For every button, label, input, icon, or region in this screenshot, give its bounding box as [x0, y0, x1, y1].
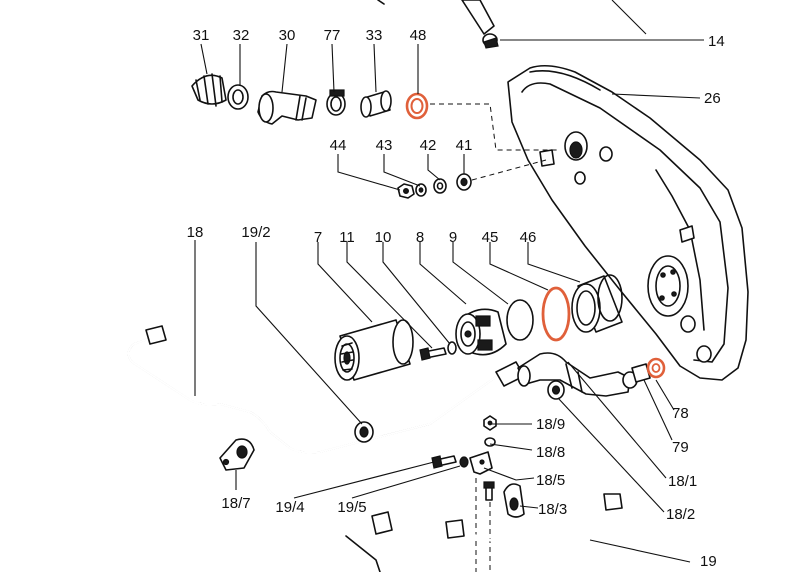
- part-18-3-clip: [503, 483, 525, 518]
- label-19-2: 19/2: [241, 224, 270, 241]
- label-18-2: 18/2: [666, 506, 695, 523]
- part-11-bolt: [419, 347, 447, 361]
- part-79-nut: [631, 363, 651, 383]
- label-44: 44: [330, 137, 347, 154]
- label-19-5: 19/5: [337, 499, 366, 516]
- label-79: 79: [672, 439, 689, 456]
- label-32: 32: [233, 27, 250, 44]
- part-18-9-nut: [483, 415, 497, 431]
- part-9-o-ring: [506, 299, 534, 341]
- part-44-nut: [397, 183, 415, 199]
- label-43: 43: [376, 137, 393, 154]
- label-42: 42: [420, 137, 437, 154]
- part-31-filler-cap: [191, 73, 227, 107]
- part-18-oil-line: [127, 325, 525, 454]
- label-19: 19: [700, 553, 717, 570]
- label-41: 41: [456, 137, 473, 154]
- label-19-4: 19/4: [275, 499, 304, 516]
- part-33-hose-sleeve: [360, 90, 392, 118]
- label-8: 8: [416, 229, 424, 246]
- label-78: 78: [672, 405, 689, 422]
- label-18-9: 18/9: [536, 416, 565, 433]
- part-77-hose-clamp: [326, 89, 346, 116]
- leader-lines: [194, 0, 704, 563]
- part-41-grommet: [456, 173, 472, 191]
- label-45: 45: [482, 229, 499, 246]
- part-18-5-bracket: [469, 451, 493, 475]
- part-48-o-ring-highlighted: [405, 92, 429, 120]
- label-26: 26: [704, 90, 721, 107]
- part-30-filler-neck: [257, 90, 317, 125]
- label-48: 48: [410, 27, 427, 44]
- label-18-8: 18/8: [536, 444, 565, 461]
- label-7: 7: [314, 229, 322, 246]
- part-19-2-grommet: [354, 421, 374, 443]
- part-19-oil-line: [345, 493, 623, 572]
- label-33: 33: [366, 27, 383, 44]
- oil-tank-26: [507, 64, 749, 381]
- label-18-3: 18/3: [538, 501, 567, 518]
- part-46-filter-cover: [571, 274, 623, 333]
- label-18-1: 18/1: [668, 473, 697, 490]
- part-14-pipe: [377, 0, 499, 49]
- label-18: 18: [187, 224, 204, 241]
- part-18-7-pipe-clip: [219, 438, 255, 471]
- label-30: 30: [279, 27, 296, 44]
- label-18-5: 18/5: [536, 472, 565, 489]
- label-10: 10: [375, 229, 392, 246]
- label-11: 11: [339, 229, 355, 246]
- part-32-gasket: [227, 84, 249, 110]
- label-31: 31: [193, 27, 210, 44]
- part-18-1-hose: [517, 352, 638, 397]
- label-18-7: 18/7: [221, 495, 250, 512]
- label-77: 77: [324, 27, 341, 44]
- part-19-4-bolt: [431, 455, 457, 469]
- part-8-filter-housing: [455, 308, 507, 356]
- part-18-2-grommet: [547, 380, 565, 400]
- bolt-vertical: [483, 481, 495, 501]
- label-9: 9: [449, 229, 457, 246]
- part-labels: 31 32 30 77 33 48 14 26 44 43 42 41 18 1…: [187, 27, 725, 570]
- part-10-washer: [447, 341, 457, 355]
- part-19-5-washer: [459, 456, 469, 468]
- part-7-oil-filter: [334, 319, 414, 381]
- part-78-washer-highlighted: [646, 357, 666, 379]
- label-14: 14: [708, 33, 725, 50]
- label-46: 46: [520, 229, 537, 246]
- part-45-gasket-highlighted: [541, 286, 571, 342]
- part-43-washer: [415, 183, 427, 197]
- part-42-spacer: [433, 178, 447, 194]
